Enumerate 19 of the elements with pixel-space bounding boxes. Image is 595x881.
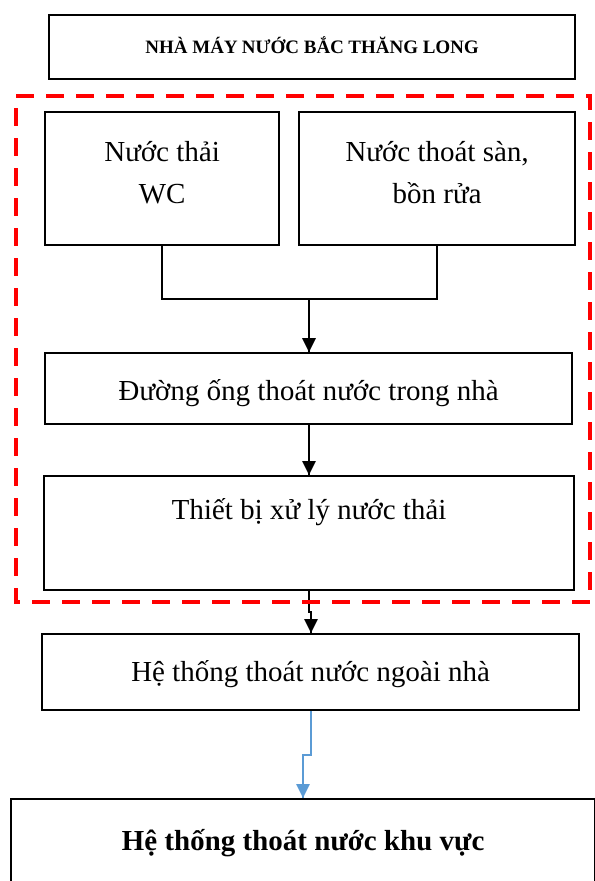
process-box [44, 352, 573, 425]
node-label: Hệ thống thoát nước khu vực [120, 824, 486, 859]
node-label: NHÀ MÁY NƯỚC BẮC THĂNG LONG [144, 35, 480, 60]
node-label: Nước thoát sàn, bồn rửa [344, 135, 530, 212]
process-box [44, 111, 280, 246]
process-box [10, 798, 595, 881]
header-box [48, 14, 576, 80]
arrow [302, 246, 438, 352]
arrow [296, 711, 312, 798]
arrow [302, 425, 316, 475]
arrow [304, 591, 318, 633]
process-box [43, 475, 575, 591]
process-box [298, 111, 576, 246]
process-box [41, 633, 580, 711]
node-label: Hệ thống thoát nước ngoài nhà [130, 655, 491, 690]
node-label: Nước thải WC [103, 135, 221, 212]
node-label: Thiết bị xử lý nước thải [170, 493, 448, 528]
dashed-group-box [14, 94, 592, 604]
node-label: Đường ống thoát nước trong nhà [117, 374, 500, 409]
